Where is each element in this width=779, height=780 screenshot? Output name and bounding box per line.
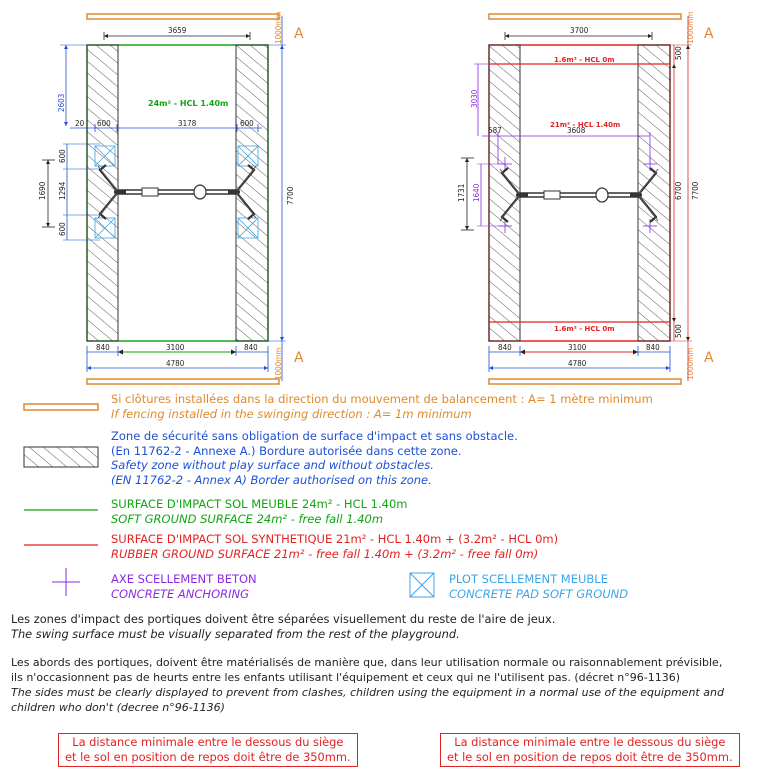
- right-dim-inner: 6700: [674, 181, 683, 200]
- right-dim-small-bottom: 500: [674, 324, 683, 338]
- legend-zone: Zone de sécurité sans obligation de surf…: [111, 429, 518, 487]
- legend-rubber-fr: SURFACE D'IMPACT SOL SYNTHETIQUE 21m² - …: [111, 532, 559, 546]
- legend-hatch-symbol: [23, 446, 99, 468]
- left-swing-frame: [96, 163, 258, 221]
- legend-rubber: SURFACE D'IMPACT SOL SYNTHETIQUE 21m² - …: [111, 532, 558, 561]
- right-dim-side-part: 1640: [472, 183, 481, 202]
- note-sides: Les abords des portiques, doivent être m…: [11, 655, 724, 715]
- legend-plot: PLOT SCELLEMENT MEUBLE CONCRETE PAD SOFT…: [449, 572, 628, 601]
- note-p2-fr2: ils n'occasionnent pas de heurts entre l…: [11, 671, 681, 684]
- legend-plot-en: CONCRETE PAD SOFT GROUND: [449, 586, 629, 601]
- box-right-line1: La distance minimale entre le dessous du…: [454, 735, 726, 749]
- left-plan: 3659 2603 20 600 3178 600 1690 600 1294 …: [38, 12, 304, 385]
- legend-pad-icon: [409, 572, 435, 598]
- right-dim-row-0: 587: [488, 126, 502, 135]
- right-dim-outer: 7700: [691, 181, 700, 200]
- right-dim-side-total: 1731: [457, 184, 466, 202]
- legend-fence-fr: Si clôtures installées dans la direction…: [111, 392, 653, 406]
- left-mark-a-bottom: A: [294, 350, 304, 366]
- right-plan: 3700 1.6m² - HCL 0m 21m² - HCL 1.40m 1.6…: [457, 12, 714, 385]
- left-dim-right: 7700: [286, 186, 295, 205]
- legend-cross-icon: [52, 568, 80, 596]
- right-label-top: 1.6m² - HCL 0m: [554, 56, 615, 64]
- left-dim-side-1: 1294: [58, 181, 67, 200]
- legend-rubber-en: RUBBER GROUND SURFACE 21m² - free fall 1…: [111, 546, 539, 561]
- right-dim-bottom-2: 840: [646, 343, 660, 352]
- left-dim-top: 3659: [168, 26, 187, 35]
- legend-soft-en: SOFT GROUND SURFACE 24m² - free fall 1.4…: [111, 511, 384, 526]
- legend-axe-fr: AXE SCELLEMENT BETON: [111, 572, 257, 586]
- left-dim-row-3: 600: [240, 119, 254, 128]
- left-fence-top: [86, 13, 280, 20]
- legend-zone-fr1: Zone de sécurité sans obligation de surf…: [111, 429, 518, 443]
- right-dim-row-1: 3608: [567, 126, 586, 135]
- left-safety-zone-left: [86, 44, 119, 342]
- legend-zone-fr2: (En 11762-2 - Annexe A.) Bordure autoris…: [111, 443, 462, 458]
- left-dim-side-total: 1690: [38, 181, 47, 200]
- left-dim-side-0: 600: [58, 149, 67, 163]
- left-dim-side-2: 600: [58, 222, 67, 236]
- right-dim-3030: 3030: [470, 89, 479, 108]
- legend-zone-en2: (EN 11762-2 - Annex A) Border authorised…: [111, 472, 432, 487]
- note-p1-en: The swing surface must be visually separ…: [11, 627, 460, 641]
- right-mark-a-top: A: [704, 26, 714, 42]
- seat-height-box-left: La distance minimale entre le dessous du…: [58, 733, 358, 767]
- legend-zone-en1: Safety zone without play surface and wit…: [111, 458, 434, 472]
- left-dim-bottom-total: 4780: [166, 359, 185, 368]
- legend-fence-en: If fencing installed in the swinging dir…: [111, 406, 472, 421]
- note-p2-fr1: Les abords des portiques, doivent être m…: [11, 656, 723, 669]
- legend-fence: Si clôtures installées dans la direction…: [111, 392, 653, 421]
- right-mark-a-bottom: A: [704, 350, 714, 366]
- legend-soft-fr: SURFACE D'IMPACT SOL MEUBLE 24m² - HCL 1…: [111, 497, 408, 511]
- note-p1-fr: Les zones d'impact des portiques doivent…: [11, 612, 556, 626]
- legend-plot-fr: PLOT SCELLEMENT MEUBLE: [449, 572, 608, 586]
- right-dim-bottom-margin: 1000mm: [686, 348, 695, 380]
- right-dim-small-top: 500: [674, 46, 683, 60]
- left-fence-bottom: [86, 378, 280, 385]
- right-safety-zone-left: [488, 44, 521, 342]
- left-mark-a-top: A: [294, 26, 304, 42]
- left-dim-bottom-1: 3100: [166, 343, 185, 352]
- left-surface-label: 24m² - HCL 1.40m: [148, 99, 228, 108]
- left-dim-bottom-margin: 1000mm: [274, 348, 283, 380]
- left-dim-bottom-0: 840: [96, 343, 110, 352]
- legend-axe-en: CONCRETE ANCHORING: [111, 586, 250, 601]
- right-dim-top-margin: 1000mm: [686, 12, 695, 44]
- seat-height-box-right: La distance minimale entre le dessous du…: [440, 733, 740, 767]
- left-dim-2603: 2603: [57, 94, 66, 112]
- note-p2-en1: The sides must be clearly displayed to p…: [11, 686, 724, 699]
- left-dim-top-margin: 1000mm: [274, 12, 283, 44]
- right-fence-bottom: [488, 378, 682, 385]
- right-fence-top: [488, 13, 682, 20]
- right-dim-bottom-1: 3100: [568, 343, 587, 352]
- legend-soft: SURFACE D'IMPACT SOL MEUBLE 24m² - HCL 1…: [111, 497, 407, 526]
- left-dim-row-2: 3178: [178, 119, 197, 128]
- box-left-line2: et le sol en position de repos doit être…: [65, 750, 351, 764]
- right-dim-bottom-total: 4780: [568, 359, 587, 368]
- left-dim-row-1: 600: [97, 119, 111, 128]
- left-safety-zone-right: [235, 44, 269, 342]
- left-dim-row-0: 20: [75, 119, 85, 128]
- legend-fence-symbol: [23, 403, 99, 411]
- box-right-line2: et le sol en position de repos doit être…: [447, 750, 733, 764]
- right-label-main: 21m² - HCL 1.40m: [550, 121, 620, 129]
- right-swing-frame: [498, 166, 660, 224]
- right-dim-top: 3700: [570, 26, 589, 35]
- box-left-line1: La distance minimale entre le dessous du…: [72, 735, 344, 749]
- right-dim-bottom-0: 840: [498, 343, 512, 352]
- legend-axe: AXE SCELLEMENT BETON CONCRETE ANCHORING: [111, 572, 257, 601]
- right-label-bottom: 1.6m² - HCL 0m: [554, 325, 615, 333]
- note-separation: Les zones d'impact des portiques doivent…: [11, 612, 555, 642]
- note-p2-en2: children who don't (decree n°96-1136): [11, 701, 225, 714]
- right-safety-zone-right: [637, 44, 671, 342]
- left-dim-bottom-2: 840: [244, 343, 258, 352]
